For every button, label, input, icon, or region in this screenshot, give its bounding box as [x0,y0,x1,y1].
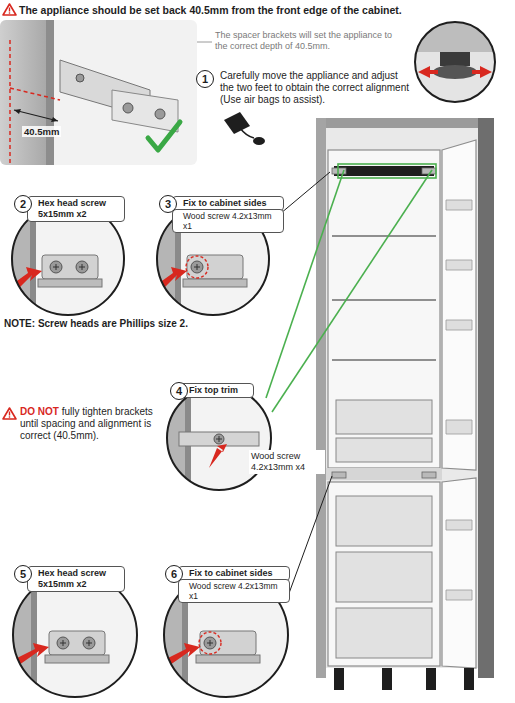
warning-icon [3,4,16,15]
callout-number: 6 [165,565,183,583]
spacer-inset [0,20,197,165]
screw-spec: Wood screw 4.2x13mm x4 [249,450,325,474]
warning-icon [3,408,16,419]
inset-header: Hex head screw 5x15mm x2 [27,566,125,592]
callout-number: 2 [14,195,32,213]
inset-header: Hex head screw 5x15mm x2 [27,196,125,222]
callout-number: 5 [14,565,32,583]
instruction-text: Carefully move the appliance and adjust … [220,70,410,106]
note-text: NOTE: Screw heads are Phillips size 2. [4,318,188,330]
warning-text: DO NOT [20,406,59,417]
leader-lines [266,164,436,596]
fridge-illustration [316,118,494,690]
foot-inset [415,22,495,102]
warning-note: DO NOT fully tighten brackets until spac… [20,406,170,442]
callout-number: 4 [170,382,188,400]
title-text: The appliance should be set back 40.5mm … [19,4,402,17]
dimension: 40.5mm [22,126,61,137]
screw-spec: Wood screw 4.2x13mm x1 [172,209,284,233]
callout-number: 3 [159,195,177,213]
inset-circle: Fix to cabinet sidesWood screw 4.2x13mm … [158,563,293,698]
screw-spec: Wood screw 4.2x13mm x1 [178,579,290,603]
air-bag-icon [224,112,265,145]
callout-number: 1 [196,70,214,88]
inset-header: Fix top trim [178,383,254,398]
inset-circle: Hex head screw 5x15mm x2 [7,563,142,698]
note-text: The spacer brackets will set the applian… [215,30,400,52]
